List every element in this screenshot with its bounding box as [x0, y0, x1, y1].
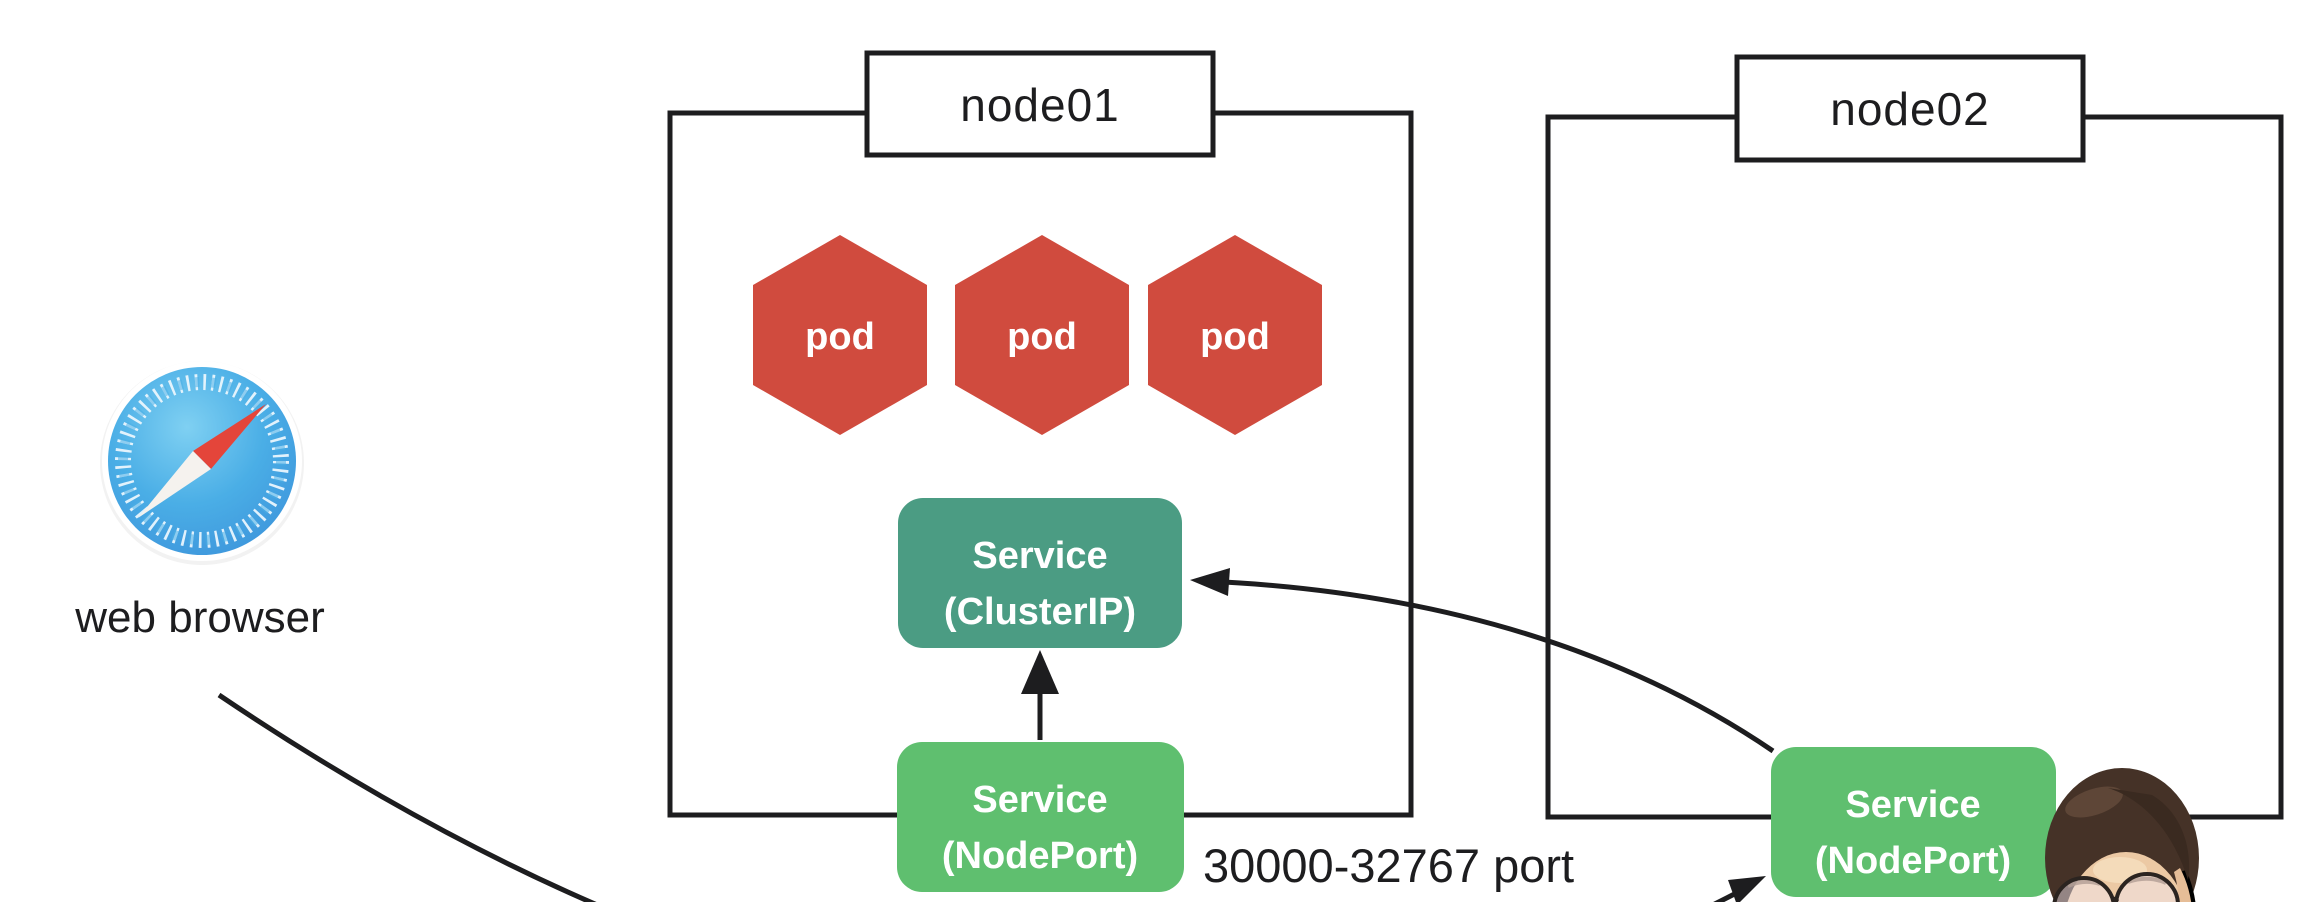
- presenter-glasses-right-lens: [2114, 872, 2180, 902]
- safari-needle-white: [138, 451, 211, 518]
- arrowhead-upright-icon: [1728, 876, 1766, 902]
- presenter-eyebrow-left: [2067, 879, 2101, 888]
- service-clusterip-line1: Service: [972, 535, 1107, 577]
- service-nodeport2-line1: Service: [1845, 784, 1980, 826]
- arrowhead-up-icon: [1021, 650, 1059, 694]
- presenter-fringe: [2108, 788, 2190, 880]
- service-clusterip-box: [898, 498, 1182, 648]
- arrow-nodeport2-to-clusterip: [1190, 568, 1775, 754]
- node02-boundary: [1545, 114, 2284, 820]
- pods-group: pod pod pod: [753, 235, 1322, 435]
- pod-label: pod: [805, 316, 875, 358]
- service-clusterip-group: Service (ClusterIP): [898, 498, 1182, 648]
- arrows-group: [217, 568, 1775, 902]
- safari-compass-icon: [100, 361, 304, 565]
- service-nodeport1-line2: (NodePort): [942, 835, 1138, 877]
- pod-label: pod: [1200, 316, 1270, 358]
- node01-title: node01: [960, 79, 1120, 131]
- pod-label: pod: [1007, 316, 1077, 358]
- service-nodeport1-group: Service (NodePort): [897, 742, 1184, 892]
- service-nodeport2-group: Service (NodePort): [1771, 747, 2056, 897]
- presenter-face: [2045, 768, 2199, 902]
- port-range-label: 30000-32767 port: [1203, 839, 1574, 892]
- node01-title-box: [864, 50, 1216, 158]
- service-nodeport2-line2: (NodePort): [1815, 840, 2011, 882]
- service-clusterip-line2: (ClusterIP): [944, 591, 1136, 633]
- safari-needle-red: [193, 404, 266, 469]
- pod-hexagon: [1148, 235, 1322, 435]
- pod-hexagon: [955, 235, 1129, 435]
- service-nodeport1-line1: Service: [972, 779, 1107, 821]
- pod-hexagon: [753, 235, 927, 435]
- presenter-glasses-bridge: [2111, 896, 2119, 902]
- node02-title-box: [1734, 54, 2086, 163]
- service-nodeport2-box: [1771, 747, 2056, 897]
- presenter-eyebrow-right: [2127, 876, 2167, 885]
- safari-tick-mask: [118, 377, 286, 545]
- presenter-ear-skin: [2174, 868, 2192, 902]
- node02-title: node02: [1830, 83, 1990, 135]
- node02-group: node02: [1545, 54, 2284, 820]
- arrow-browser-to-nodeport2: [217, 692, 1766, 902]
- web-browser-label: web browser: [74, 593, 324, 642]
- service-nodeport1-box: [897, 742, 1184, 892]
- presenter-glasses-left-lens: [2052, 876, 2116, 902]
- arrowhead-left-icon: [1190, 568, 1230, 596]
- presenter-hair-shine: [2065, 786, 2123, 818]
- arrow-nodeport-to-clusterip: [1021, 650, 1059, 740]
